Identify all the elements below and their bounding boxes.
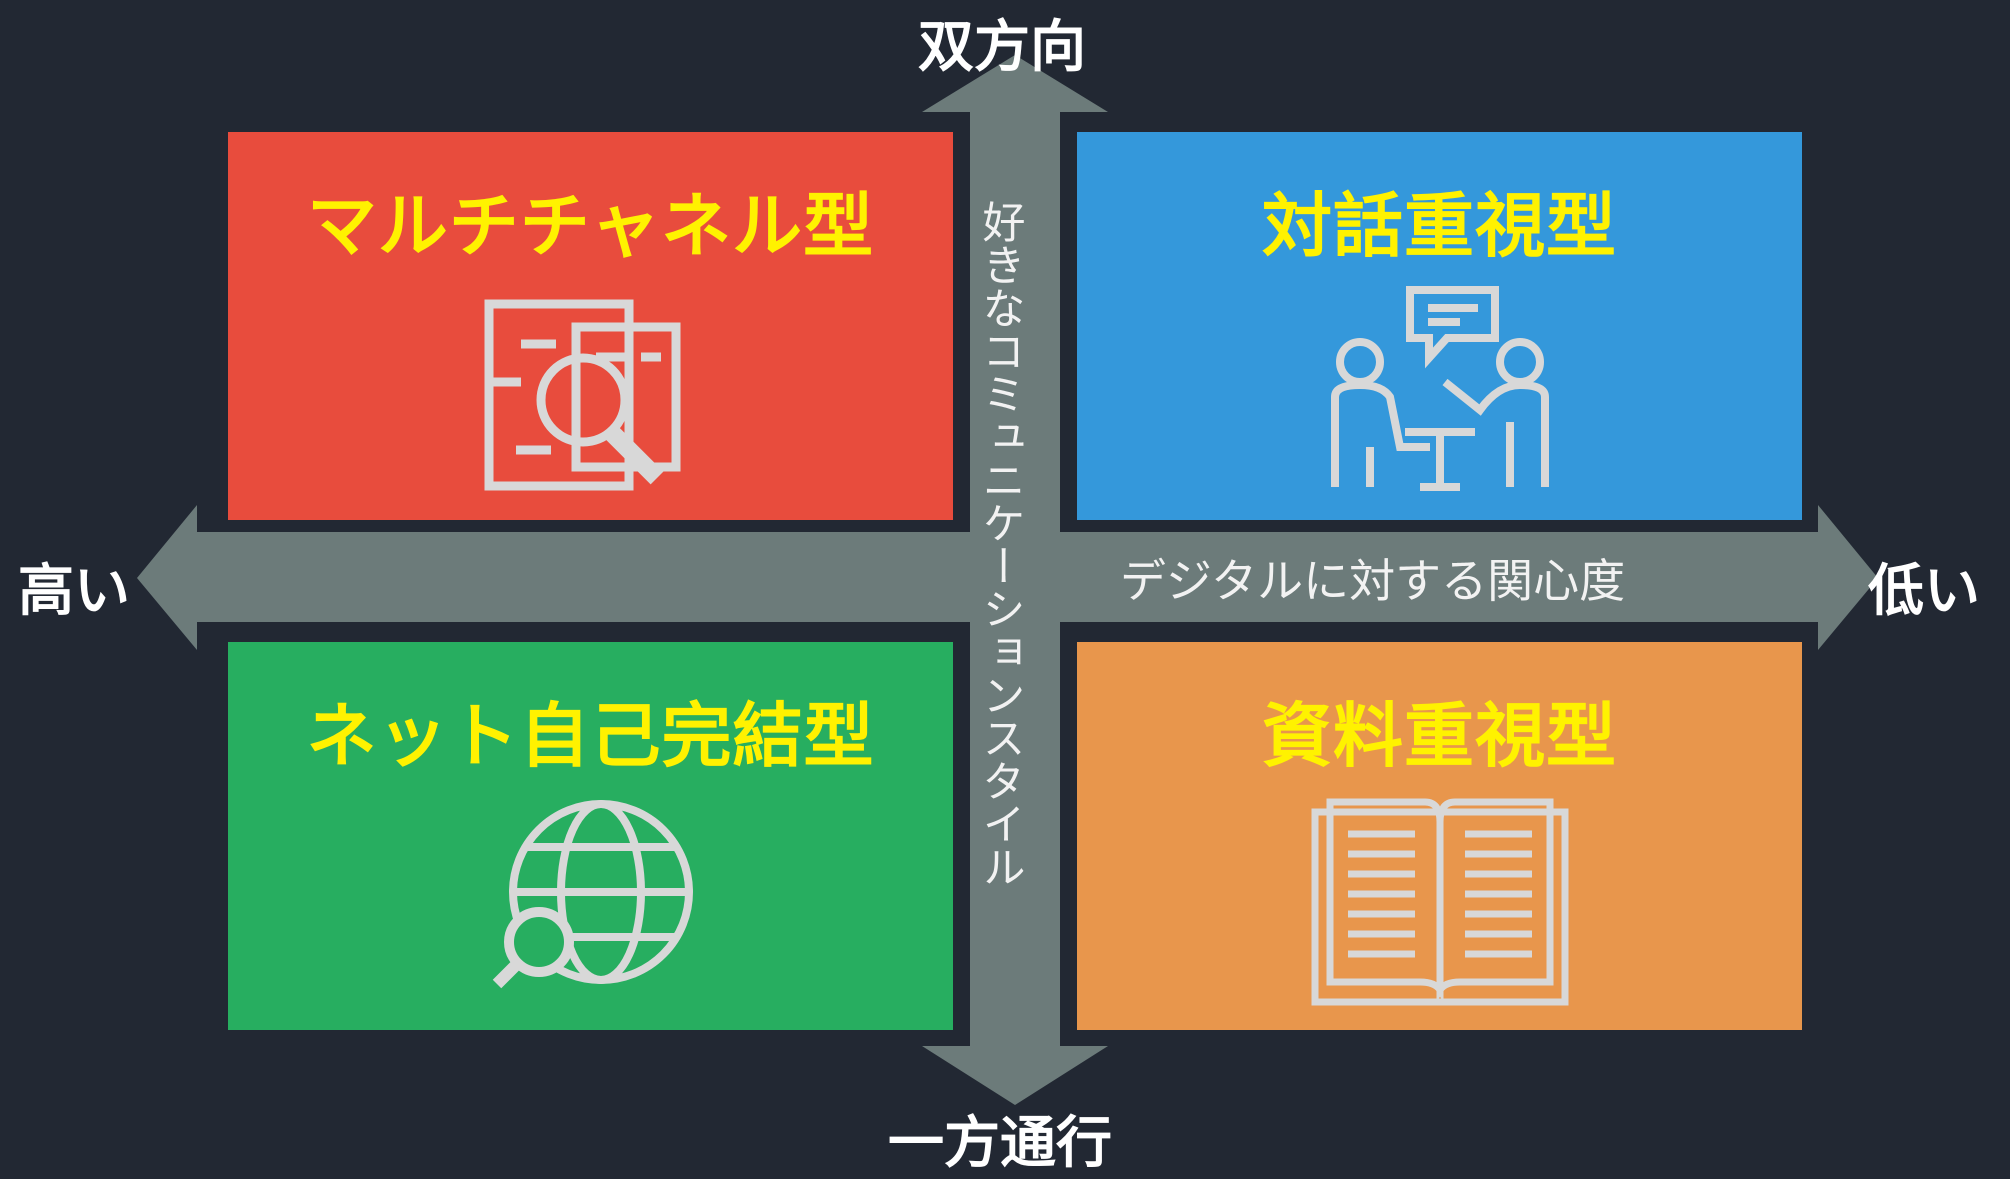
quadrant-title: 対話重視型 <box>1262 185 1617 267</box>
axis-right-label: 低い <box>1868 559 1980 624</box>
quadrant-title: 資料重視型 <box>1262 695 1617 777</box>
quadrant-material: 資料重視型 <box>1077 642 1802 1030</box>
quadrant-multichannel: マルチチャネル型 <box>228 132 953 520</box>
quadrant-self-contained: ネット自己完結型 <box>228 642 953 1030</box>
quadrant-title: ネット自己完結型 <box>306 695 875 777</box>
vertical-axis-name: 好きなコミュニケーションスタイル <box>975 200 1025 888</box>
document-search-icon <box>484 299 680 491</box>
open-book-icon <box>1311 798 1568 1006</box>
horizontal-axis-arrow <box>137 505 1878 650</box>
meeting-conversation-icon <box>1330 286 1549 491</box>
axis-top-label: 双方向 <box>918 15 1086 80</box>
quadrant-dialogue: 対話重視型 <box>1077 132 1802 520</box>
axis-left-label: 高い <box>18 559 130 624</box>
horizontal-axis-name: デジタルに対する関心度 <box>1120 554 1626 608</box>
globe-search-icon <box>492 800 693 989</box>
axis-bottom-label: 一方通行 <box>888 1111 1112 1176</box>
quadrant-title: マルチチャネル型 <box>306 185 875 267</box>
